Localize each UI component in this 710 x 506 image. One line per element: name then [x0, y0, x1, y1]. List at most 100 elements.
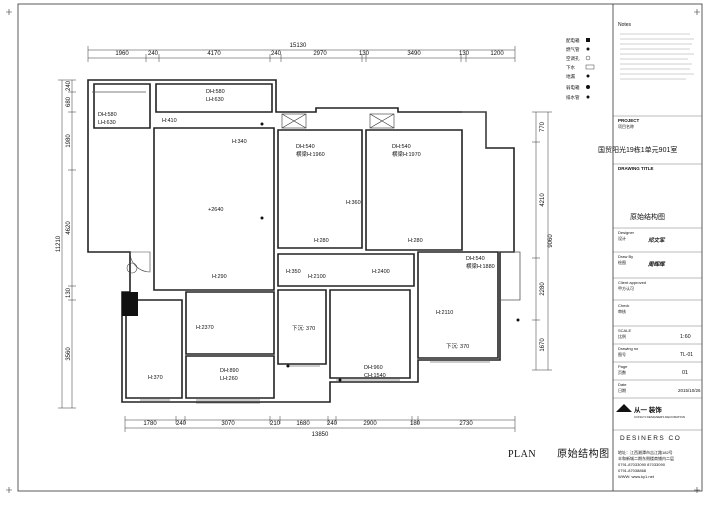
- company-website: WWW: www.ky1.net: [618, 474, 655, 479]
- room-label: DH:960: [364, 365, 383, 371]
- date-label: Date: [618, 382, 627, 387]
- company-phone: 0791-87033090 87033090: [618, 462, 666, 467]
- dimensions-left: [58, 79, 76, 409]
- dimensions-right: [532, 111, 552, 371]
- room-label: 横梁H:1960: [296, 150, 325, 158]
- pipe-marker: [260, 122, 520, 382]
- dimensions-bottom: [124, 416, 516, 432]
- dim-bottom: 1780: [143, 421, 157, 427]
- legend-label: 燃气管: [566, 46, 580, 53]
- walls: [87, 79, 515, 403]
- legend-label: 配电箱: [566, 37, 580, 44]
- title-block: [613, 115, 702, 431]
- structural-column: [122, 292, 138, 316]
- windows: [140, 361, 490, 404]
- room-label: 下沉: 370: [292, 324, 315, 332]
- dim-top: 1960: [115, 51, 129, 57]
- room-elevation: +2640: [208, 207, 223, 213]
- check-label: Check: [618, 303, 629, 308]
- room-label: H:370: [148, 375, 163, 381]
- meter-icon: [126, 262, 138, 274]
- dim-top: 2970: [313, 51, 327, 57]
- company-subtitle: CONGYI DESIGNERS DECORATION: [634, 415, 685, 419]
- company-address: 地址：江西湘潭市吉江路182号: [618, 449, 673, 455]
- designers-text: DESINERS CO: [620, 435, 681, 442]
- dim-bottom: 2900: [363, 421, 377, 427]
- dim-left: 680: [66, 96, 72, 107]
- room-label: H:340: [232, 139, 247, 145]
- dim-bottom-total: 13850: [312, 432, 329, 438]
- room-label: LH:630: [98, 120, 116, 126]
- project-name: 国贸阳光19栋1单元901室: [598, 145, 677, 154]
- page-value: 01: [682, 370, 688, 376]
- dim-bottom: 240: [327, 421, 338, 427]
- room-label: H:360: [346, 200, 361, 206]
- scale-value: 1:60: [680, 334, 691, 340]
- dim-bottom: 3070: [221, 421, 235, 427]
- dim-right: 1670: [540, 338, 546, 352]
- plan-caption-title: 原始结构图: [557, 449, 610, 460]
- room-label: DH:540: [296, 144, 315, 150]
- room-label: DH:580: [98, 112, 117, 118]
- legend-label: 排水管: [566, 94, 580, 101]
- crop-mark: [694, 9, 700, 15]
- dim-bottom: 2730: [459, 421, 473, 427]
- floor-drain-icon: [586, 74, 590, 78]
- room-label: DH:580: [206, 89, 225, 95]
- drawing-title-label: DRAWING TITLE: [618, 166, 654, 171]
- room-label: H:280: [408, 238, 423, 244]
- dim-top: 4170: [207, 51, 221, 57]
- dim-top: 240: [271, 51, 282, 57]
- scale-label: SCALE: [618, 328, 631, 333]
- dim-left: 1980: [66, 134, 72, 148]
- page-label: Page: [618, 364, 628, 369]
- room-label: H:2110: [436, 310, 453, 316]
- drain-icon: [585, 64, 595, 70]
- dim-bottom: 210: [270, 421, 281, 427]
- room-label: H:2400: [372, 269, 390, 275]
- dim-right: 770: [540, 121, 546, 132]
- page-label-cn: 页数: [618, 369, 626, 375]
- drawn-label-cn: 绘图: [618, 259, 626, 265]
- notes-text-lines: [620, 33, 694, 80]
- dim-right-total: 9060: [548, 234, 554, 248]
- room-label: LH:630: [206, 97, 224, 103]
- dim-right: 2280: [540, 282, 546, 296]
- room-label: H:410: [162, 118, 177, 124]
- check-label-cn: 审核: [618, 308, 626, 314]
- client-label-cn: 甲方认可: [618, 285, 634, 291]
- room-label: H:2370: [196, 325, 214, 331]
- dim-top: 1200: [490, 51, 504, 57]
- crop-mark: [6, 487, 12, 493]
- dim-top: 240: [148, 51, 159, 57]
- dim-left: 4620: [66, 221, 72, 235]
- room-label: 横梁H:1970: [392, 150, 421, 158]
- date-label-cn: 日期: [618, 387, 626, 393]
- crop-mark: [694, 487, 700, 493]
- balcony: [92, 91, 521, 301]
- dim-bottom: 1680: [296, 421, 310, 427]
- notes-title: Notes: [618, 22, 632, 28]
- drawing-no-value: TL-01: [680, 352, 693, 358]
- dim-left-total: 11210: [56, 235, 62, 252]
- company-name: 从一 装饰: [634, 405, 662, 414]
- room-label: 下沉: 370: [446, 342, 469, 350]
- dim-bottom: 240: [176, 421, 187, 427]
- legend-label: 空调孔: [566, 55, 580, 62]
- electrical-box-icon: [586, 38, 590, 42]
- legend-label: 地漏: [566, 73, 575, 80]
- project-label-cn: 项目名称: [618, 123, 634, 129]
- weak-current-box-icon: [586, 85, 590, 89]
- date-value: 2015/10/26: [678, 388, 701, 393]
- drain-pipe-icon: [586, 95, 590, 99]
- company-logo-icon: [616, 404, 632, 412]
- drawing-no-label-cn: 图号: [618, 351, 626, 357]
- room-label: H:2100: [308, 274, 326, 280]
- drawer-signature: 周晖晖: [647, 261, 666, 268]
- scale-label-cn: 比例: [618, 333, 626, 339]
- room-label: LH:260: [220, 376, 238, 382]
- dim-left: 3560: [66, 347, 72, 361]
- drawing-title: 原始结构图: [630, 212, 665, 221]
